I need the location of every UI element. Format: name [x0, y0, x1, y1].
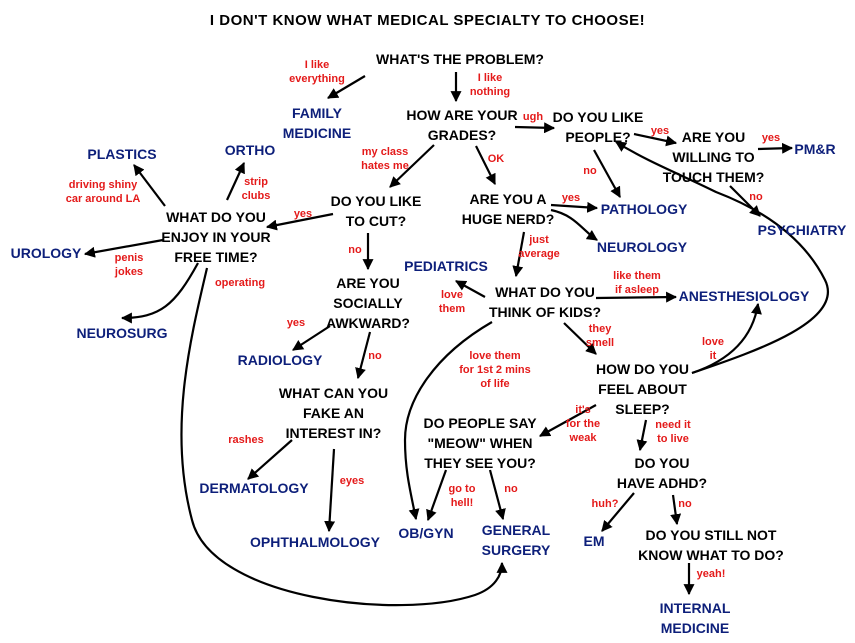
question-people: DO YOU LIKE PEOPLE? — [552, 109, 644, 145]
question-touch: ARE YOU WILLING TO TOUCH THEM? — [662, 129, 765, 185]
arrow-grades-cut — [389, 144, 435, 188]
arrow-sleep-adhd — [636, 419, 648, 452]
page-title: I DON'T KNOW WHAT MEDICAL SPECIALTY TO C… — [209, 12, 646, 29]
arrow-cut-freetime — [265, 212, 334, 231]
label-ugh: ugh — [522, 111, 544, 123]
arrow-nerd-pathology — [550, 201, 599, 213]
label-need-it: need it to live — [655, 419, 691, 445]
question-cut: DO YOU LIKE TO CUT? — [330, 193, 422, 229]
label-rashes: rashes — [228, 434, 264, 446]
question-sleep: HOW DO YOU FEEL ABOUT SLEEP? — [595, 361, 690, 417]
label-like-everything: I like everything — [289, 59, 345, 85]
answer-em: EM — [583, 533, 605, 549]
arrow-adhd-em — [601, 492, 635, 532]
label-driving: driving shiny car around LA — [65, 179, 141, 205]
arrow-kids-anesthesiology — [595, 291, 678, 303]
arrow-fake-ophthalmology — [324, 448, 336, 533]
answer-neurology: NEUROLOGY — [596, 239, 688, 255]
answer-psychiatry: PSYCHIATRY — [757, 222, 847, 238]
arrow-awkward-fake — [355, 331, 372, 380]
label-for-weak: it's for the weak — [565, 404, 601, 444]
label-my-class: my class hates me — [361, 146, 409, 172]
question-adhd: DO YOU HAVE ADHD? — [616, 455, 708, 491]
label-yes-pmr: yes — [761, 132, 781, 144]
answer-ophthalmology: OPHTHALMOLOGY — [250, 534, 380, 550]
arrow-touch-pmr — [757, 142, 794, 154]
label-yes-radiology: yes — [286, 317, 306, 329]
question-meow: DO PEOPLE SAY "MEOW" WHEN THEY SEE YOU? — [423, 415, 537, 471]
answer-neurosurg: NEUROSURG — [76, 325, 168, 341]
label-like-nothing: I like nothing — [469, 72, 511, 98]
answer-obgyn: OB/GYN — [398, 525, 454, 541]
arrow-kids-pediatrics — [455, 280, 486, 298]
label-go-hell: go to hell! — [448, 483, 476, 509]
label-yeah: yeah! — [696, 568, 726, 580]
label-penis: penis jokes — [114, 252, 144, 278]
answer-pathology: PATHOLOGY — [600, 201, 688, 217]
question-grades: HOW ARE YOUR GRADES? — [406, 107, 518, 143]
label-just-average: just average — [518, 234, 560, 260]
arrow-adhd-still — [670, 494, 682, 526]
label-yes-touch: yes — [650, 125, 670, 137]
answer-radiology: RADIOLOGY — [237, 352, 323, 368]
label-yes-nerd: yes — [561, 192, 581, 204]
answer-urology: UROLOGY — [10, 245, 82, 261]
answer-general-surgery: GENERAL SURGERY — [481, 522, 551, 558]
arrow-meow-obgyn — [426, 469, 448, 522]
arrow-people-pathology — [593, 149, 621, 198]
arrow-meow-gensurg — [488, 469, 506, 521]
label-no-cut: no — [348, 244, 362, 256]
question-fake: WHAT CAN YOU FAKE AN INTEREST IN? — [278, 385, 389, 441]
answer-pmr: PM&R — [794, 141, 836, 157]
question-kids: WHAT DO YOU THINK OF KIDS? — [489, 284, 601, 320]
label-no-awkward: no — [368, 350, 382, 362]
label-no-people: no — [583, 165, 597, 177]
label-huh: huh? — [591, 498, 619, 510]
answer-anesthesiology: ANESTHESIOLOGY — [678, 288, 810, 304]
question-free-time: WHAT DO YOU ENJOY IN YOUR FREE TIME? — [161, 209, 271, 265]
answer-dermatology: DERMATOLOGY — [199, 480, 309, 496]
label-like-asleep: like them if asleep — [613, 270, 661, 296]
arrow-problem-family — [327, 75, 366, 99]
label-yes-cut: yes — [293, 208, 313, 220]
label-they-smell: they smell — [585, 323, 615, 349]
label-love-them: love them — [438, 289, 466, 315]
label-no-adhd: no — [678, 498, 692, 510]
arrow-sleep-people — [615, 141, 829, 375]
arrow-sleep-meow — [539, 404, 597, 437]
label-love-1st: love them for 1st 2 mins of life — [459, 350, 531, 390]
label-ok: OK — [487, 153, 505, 165]
answer-family-medicine: FAMILY MEDICINE — [282, 105, 352, 141]
answer-plastics: PLASTICS — [87, 146, 157, 162]
arrow-grades-people — [514, 122, 556, 134]
arrow-freetime-neurosurg — [120, 262, 199, 324]
arrow-freetime-ortho — [226, 162, 245, 201]
answer-pediatrics: PEDIATRICS — [404, 258, 488, 274]
label-strip: strip clubs — [241, 176, 271, 202]
arrow-freetime-urology — [83, 238, 164, 258]
arrow-kids-sleep — [563, 322, 597, 355]
question-still: DO YOU STILL NOT KNOW WHAT TO DO? — [638, 527, 784, 563]
arrow-nerd-kids — [512, 231, 526, 278]
question-awkward: ARE YOU SOCIALLY AWKWARD? — [326, 275, 410, 331]
arrow-kids-obgyn — [403, 321, 493, 521]
arrow-awkward-radiology — [292, 325, 331, 351]
label-operating: operating — [214, 277, 266, 289]
arrow-freetime-gensurg — [180, 267, 508, 607]
answer-ortho: ORTHO — [224, 142, 276, 158]
label-no-meow: no — [504, 483, 518, 495]
label-love-it: love it — [701, 336, 724, 362]
arrow-freetime-plastics — [133, 164, 166, 207]
answer-internal-medicine: INTERNAL MEDICINE — [659, 600, 731, 636]
label-no-touch: no — [749, 191, 763, 203]
arrow-fake-dermatology — [247, 439, 293, 480]
arrow-nerd-neurology — [550, 208, 598, 241]
label-eyes: eyes — [339, 475, 365, 487]
question-nerd: ARE YOU A HUGE NERD? — [461, 191, 555, 227]
question-problem: WHAT'S THE PROBLEM? — [376, 51, 544, 67]
arrow-people-touch — [633, 132, 678, 147]
arrow-grades-nerd — [475, 145, 496, 185]
